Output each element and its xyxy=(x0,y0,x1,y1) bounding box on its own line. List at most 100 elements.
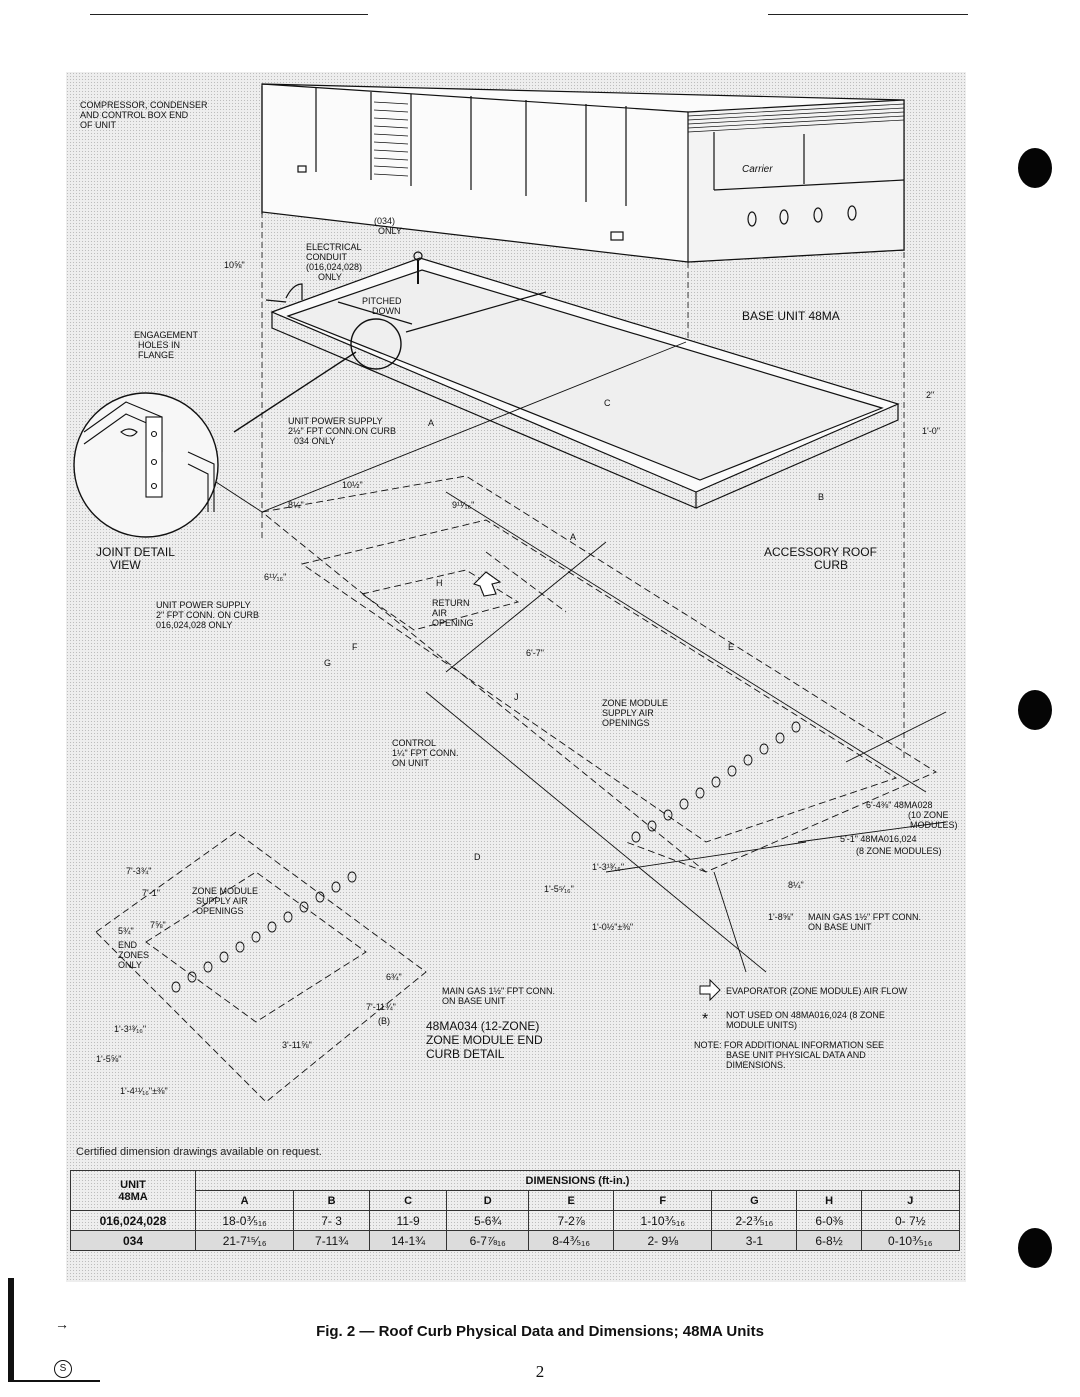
punch-hole-middle xyxy=(1018,690,1052,730)
cell-f: 1-10⅗₁₆ xyxy=(613,1210,713,1231)
label-6-11-16: 6¹¹⁄₁₆" xyxy=(264,572,286,582)
label-zone-10: (10 ZONE MODULES) xyxy=(908,810,958,830)
label-3-11-5-8: 3'-11⅝" xyxy=(282,1040,312,1050)
label-engagement-holes: ENGAGEMENT HOLES IN FLANGE xyxy=(134,330,200,360)
arrow-right-icon: → xyxy=(55,1316,69,1332)
cell-c: 14-1¾ xyxy=(368,1230,448,1251)
table-row: 034 21-7¹⁵⁄₁₆ 7-11¾ 14-1¾ 6-7⅞₁₆ 8-4⅗₁₆ … xyxy=(70,1230,961,1251)
label-note: NOTE: FOR ADDITIONAL INFORMATION SEE BAS… xyxy=(694,1040,887,1070)
label-10-1-2: 10½" xyxy=(342,480,363,490)
label-control-conn: CONTROL 1¼" FPT CONN. ON UNIT xyxy=(392,738,461,768)
cell-h: 6-8½ xyxy=(796,1230,862,1251)
punch-hole-bottom xyxy=(1018,1228,1052,1268)
label-a-mid: A xyxy=(570,532,576,542)
cell-j: 0-10⅗₁₆ xyxy=(860,1230,961,1251)
col-header-f: F xyxy=(613,1190,713,1211)
roof-curb-drawing: Carrier xyxy=(73,83,958,1103)
zone-end-curb-detail xyxy=(95,831,427,1103)
label-unit-power-034: UNIT POWER SUPPLY 2½" FPT CONN.ON CURB 0… xyxy=(288,416,399,446)
label-6-3-4: 6¾" xyxy=(386,972,402,982)
cell-b: 7-11¾ xyxy=(293,1230,370,1251)
projection-lines xyxy=(261,182,905,762)
zone-end-openings xyxy=(171,871,357,993)
base-unit-drawing xyxy=(261,83,905,263)
col-header-c: C xyxy=(368,1190,448,1211)
row-unit: 034 xyxy=(70,1230,196,1251)
roof-curb-drawing-outline xyxy=(265,251,900,509)
margin-bar xyxy=(8,1278,14,1382)
label-1-0: 1'-0" xyxy=(922,426,940,436)
label-main-gas-base: MAIN GAS 1½" FPT CONN. ON BASE UNIT xyxy=(808,912,924,932)
label-zone-module-supply: ZONE MODULE SUPPLY AIR OPENINGS xyxy=(602,698,671,728)
label-d: D xyxy=(474,852,481,862)
figure-caption: Fig. 2 — Roof Curb Physical Data and Dim… xyxy=(316,1323,764,1340)
label-main-gas-2: MAIN GAS 1½" FPT CONN. ON BASE UNIT xyxy=(442,986,558,1006)
cell-c: 11-9 xyxy=(368,1210,448,1231)
cell-g: 2-2⅗₁₆ xyxy=(711,1210,798,1231)
cell-g: 3-1 xyxy=(711,1230,798,1251)
label-zone-end-detail: 48MA034 (12-ZONE) ZONE MODULE END CURB D… xyxy=(426,1019,546,1061)
label-b: B xyxy=(818,492,824,502)
col-header-d: D xyxy=(446,1190,530,1211)
margin-underline xyxy=(8,1380,100,1382)
unit-header: UNIT 48MA xyxy=(70,1170,196,1211)
label-1-3-13-16: 1'-3¹³⁄₁₆" xyxy=(592,862,624,872)
label-1-4: 1'-4¹¹⁄₁₆"±⅜" xyxy=(120,1086,168,1096)
figure-background xyxy=(66,72,966,1282)
label-10-5-8: 10⅝" xyxy=(224,260,245,270)
label-6-7: 6'-7" xyxy=(526,648,544,658)
cell-e: 8-4⅗₁₆ xyxy=(528,1230,615,1251)
top-rule-right xyxy=(768,14,968,15)
label-7-11-3-4: 7'-11¾" xyxy=(366,1002,396,1012)
label-joint-detail: JOINT DETAIL VIEW xyxy=(96,545,178,572)
label-compressor-end: COMPRESSOR, CONDENSER AND CONTROL BOX EN… xyxy=(80,100,210,130)
table-row: 016,024,028 18-0⅗₁₆ 7- 3 11-9 5-6¾ 7-2⅞ … xyxy=(70,1210,961,1231)
label-f: F xyxy=(352,642,358,652)
zone-module-openings xyxy=(631,721,801,843)
label-b-paren: (B) xyxy=(378,1016,390,1026)
label-9-11-16: 9¹¹⁄₁₆" xyxy=(452,500,474,510)
label-zone-8: (8 ZONE MODULES) xyxy=(856,846,942,856)
dimensions-table: UNIT 48MA DIMENSIONS (ft-in.) A B C D E … xyxy=(70,1170,961,1251)
dimension-lines xyxy=(215,341,947,973)
page-number: 2 xyxy=(535,1362,545,1381)
label-h: H xyxy=(436,578,443,588)
col-header-e: E xyxy=(528,1190,615,1211)
label-end-zones: END ZONES ONLY xyxy=(118,940,152,970)
carrier-logo: Carrier xyxy=(742,164,773,175)
label-zone-module-supply-2: ZONE MODULE SUPPLY AIR OPENINGS xyxy=(192,886,261,916)
floor-plan xyxy=(260,475,937,873)
label-2in: 2" xyxy=(926,390,934,400)
label-8-1-4b: 8¼" xyxy=(788,880,804,890)
label-legend-star: NOT USED ON 48MA016,024 (8 ZONE MODULE U… xyxy=(726,1010,887,1030)
label-7-3-3-4: 7'-3¾" xyxy=(126,866,151,876)
label-5-3-4: 5¾" xyxy=(118,926,134,936)
cell-a: 18-0⅗₁₆ xyxy=(194,1210,295,1231)
certified-drawings-note: Certified dimension drawings available o… xyxy=(76,1146,322,1158)
cell-h: 6-0⅜ xyxy=(796,1210,862,1231)
label-g: G xyxy=(324,658,331,668)
label-1-5-5-16: 1'-5⁵⁄₁₆" xyxy=(544,884,574,894)
airflow-legend-icon xyxy=(699,978,721,1002)
label-e: E xyxy=(728,642,734,652)
label-j: J xyxy=(514,692,519,702)
label-unit-power-016: UNIT POWER SUPPLY 2" FPT CONN. ON CURB 0… xyxy=(156,600,262,630)
label-legend-flow: EVAPORATOR (ZONE MODULE) AIR FLOW xyxy=(726,986,908,996)
col-header-j: J xyxy=(860,1190,961,1211)
col-header-a: A xyxy=(194,1190,295,1211)
cell-e: 7-2⅞ xyxy=(528,1210,615,1231)
circled-s-icon: S xyxy=(54,1360,72,1378)
col-header-g: G xyxy=(711,1190,798,1211)
dimensions-group-header: DIMENSIONS (ft-in.) xyxy=(195,1170,960,1191)
label-034-only: (034) ONLY xyxy=(374,216,402,236)
punch-hole-top xyxy=(1018,148,1052,188)
label-base-unit: BASE UNIT 48MA xyxy=(742,309,840,323)
cell-d: 5-6¾ xyxy=(446,1210,530,1231)
label-5-1: 5'-1" 48MA016,024 xyxy=(840,834,916,844)
label-1-3-13-16b: 1'-3¹³⁄₁₆" xyxy=(114,1024,146,1034)
label-pitched-down: PITCHED DOWN xyxy=(362,296,404,316)
return-air-arrow xyxy=(472,571,502,597)
label-c: C xyxy=(604,398,611,408)
label-a-top: A xyxy=(428,418,434,428)
label-1-5-5-8: 1'-5⅝" xyxy=(96,1054,121,1064)
